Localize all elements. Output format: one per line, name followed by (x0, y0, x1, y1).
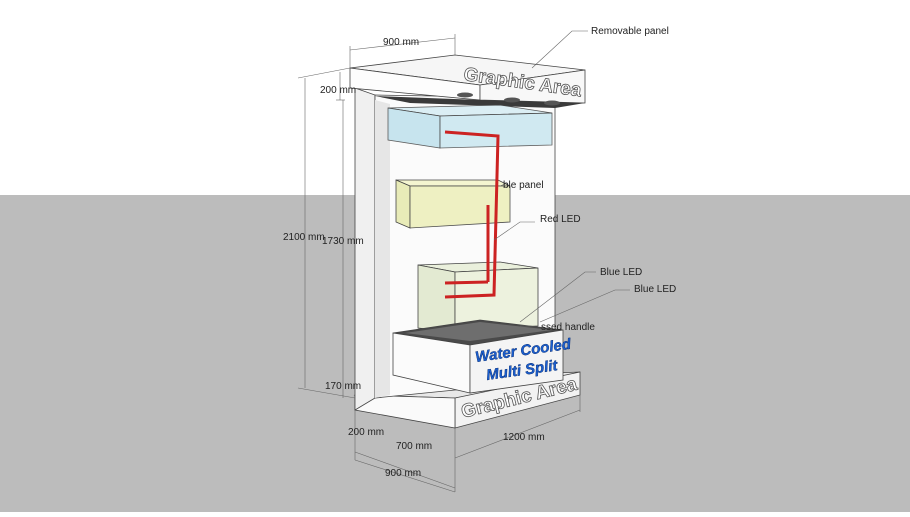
top-canopy (349, 54, 586, 108)
red-led-strip (444, 130, 500, 299)
dim-base-inner: 700 mm (396, 441, 432, 452)
callout-blue-led-2: Blue LED (634, 284, 676, 295)
dim-base-height: 170 mm (325, 381, 361, 392)
spotlight-icon (544, 100, 560, 106)
dim-base-depth: 200 mm (348, 427, 384, 438)
dim-base-width: 1200 mm (503, 432, 545, 443)
callout-recessed-handle: ssed handle (541, 322, 595, 333)
spotlight-icon (504, 97, 520, 103)
callout-red-led: Red LED (540, 214, 581, 225)
callout-removable-panel-2: ble panel (503, 180, 544, 191)
dimension-lines (297, 34, 581, 493)
callout-blue-led-1: Blue LED (600, 267, 642, 278)
dim-top-width: 900 mm (383, 37, 419, 48)
shelf-mid-yellow (395, 179, 511, 229)
dim-top-depth: 200 mm (320, 85, 356, 96)
dim-bottom-width: 900 mm (385, 468, 421, 479)
callout-removable-panel: Removable panel (591, 26, 669, 37)
dim-total-height: 2100 mm (283, 232, 325, 243)
shelf-top-blue (387, 104, 553, 149)
spotlight-icon (457, 92, 473, 98)
callout-leaders (493, 30, 630, 327)
dim-inner-height: 1730 mm (322, 236, 364, 247)
shelf-lower-glass (417, 261, 539, 333)
